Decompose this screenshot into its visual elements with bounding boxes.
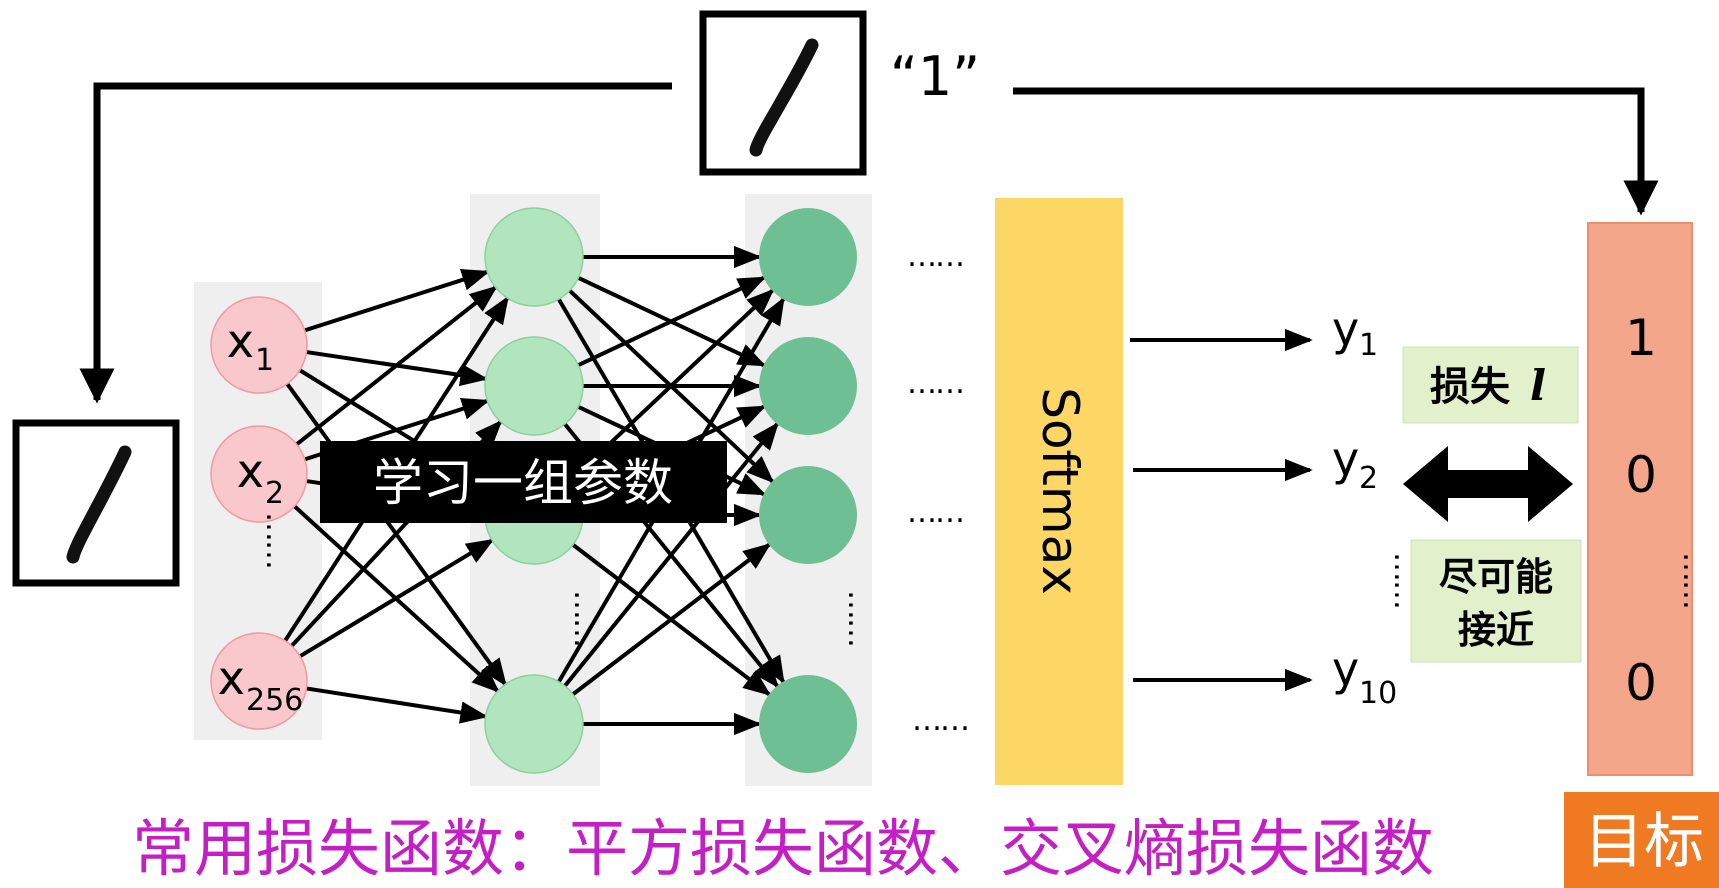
input-x1-base: x [227, 314, 254, 368]
input-x256-sub: 256 [246, 683, 303, 718]
hidden1-vertical-ellipsis: …… [567, 590, 602, 646]
hidden1-node-2 [484, 336, 584, 436]
output-y1-sub: 1 [1359, 328, 1378, 363]
ellipsis-row-2: …… [907, 366, 963, 401]
softmax-label: Softmax [1031, 387, 1089, 595]
hidden2-node-1 [759, 208, 857, 306]
loss-box [1402, 346, 1579, 424]
hidden1-node-1 [484, 207, 584, 307]
output-y2: y 2 [1332, 432, 1378, 496]
learn-params-label: 学习一组参数 [373, 454, 673, 512]
double-arrow-icon [1403, 446, 1573, 522]
target-vector-box [1587, 222, 1693, 776]
edge-hidden1-4-to-hidden2-2 [562, 421, 779, 688]
edge-input-3-to-hidden1-3 [299, 538, 495, 658]
loss-symbol: l [1530, 361, 1546, 410]
input-x256-base: x [218, 651, 245, 705]
target-value-1: 1 [1625, 309, 1657, 367]
top-digit-image [699, 10, 867, 176]
target-value-2: 0 [1625, 446, 1657, 504]
hidden2-vertical-ellipsis: …… [841, 590, 876, 646]
output-y10-base: y [1332, 642, 1359, 696]
input-vertical-ellipsis: …… [259, 512, 294, 568]
target-tag [1564, 792, 1719, 888]
softmax-block [995, 198, 1123, 785]
top-class-label: “1” [890, 45, 980, 108]
loss-label: 损失 [1430, 364, 1511, 410]
input-x2-sub: 2 [265, 476, 284, 511]
input-x1-sub: 1 [255, 343, 274, 378]
output-y10: y 10 [1332, 642, 1397, 711]
input-node-x256: x 256 [210, 632, 308, 730]
feedback-line-left [79, 82, 672, 404]
edge-input-1-to-hidden1-1 [304, 268, 490, 333]
approach-label-line1: 尽可能 [1439, 555, 1553, 599]
output-y1-base: y [1332, 302, 1359, 356]
edge-input-2-to-hidden1-1 [295, 285, 498, 446]
hidden2-node-3 [759, 466, 857, 564]
bottom-caption: 常用损失函数：平方损失函数、交叉熵损失函数 [132, 812, 1434, 885]
input-node-x1: x 1 [210, 296, 308, 394]
edge-hidden1-2-to-hidden2-1 [576, 276, 767, 368]
output-y1: y 1 [1332, 302, 1378, 363]
approach-label-line2: 接近 [1458, 608, 1534, 652]
input-x2-base: x [237, 444, 264, 498]
ellipsis-row-1: …… [907, 239, 963, 274]
feedback-line-right [1013, 87, 1659, 216]
ellipsis-row-4: …… [912, 703, 968, 738]
input-node-x2: x 2 [210, 425, 308, 523]
edge-hidden1-4-to-hidden2-3 [570, 543, 772, 697]
approach-box [1410, 539, 1582, 663]
learn-params-banner [320, 441, 727, 523]
target-tag-label: 目标 [1584, 807, 1704, 877]
output-y2-base: y [1332, 432, 1359, 486]
output-y10-sub: 10 [1359, 676, 1397, 711]
hidden2-node-2 [759, 337, 857, 435]
left-digit-image [12, 419, 180, 587]
ellipsis-row-3: …… [907, 495, 963, 530]
hidden2-node-4 [759, 675, 857, 773]
hidden1-node-4 [484, 674, 584, 774]
output-y2-sub: 2 [1359, 461, 1378, 496]
target-value-3: 0 [1625, 654, 1657, 712]
edge-input-3-to-hidden1-4 [306, 686, 489, 724]
target-vertical-ellipsis: …… [1676, 552, 1711, 608]
